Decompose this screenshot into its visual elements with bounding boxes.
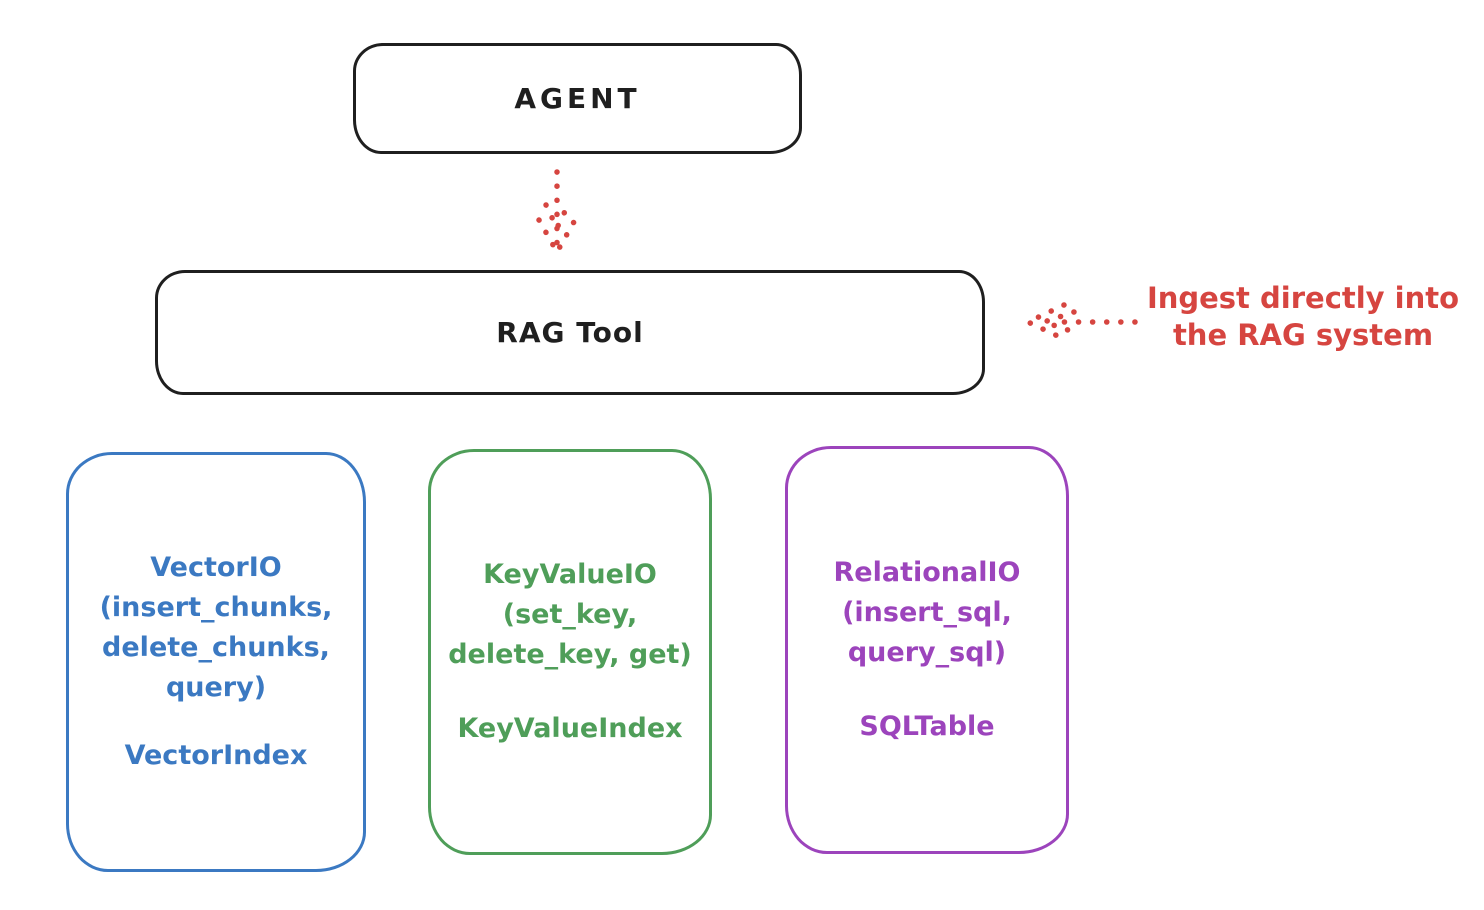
vector-io-lines: VectorIO (insert_chunks, delete_chunks, … (99, 552, 333, 703)
rag-tool-box-label: RAG Tool (496, 316, 644, 349)
relational-io-lines: RelationalIO (insert_sql, query_sql) (833, 557, 1021, 668)
vector-io-box: VectorIO (insert_chunks, delete_chunks, … (66, 452, 366, 872)
agent-box-label: AGENT (514, 82, 641, 115)
agent-box: AGENT (353, 43, 802, 154)
arrow-agent-to-rag-icon (536, 169, 578, 255)
ingest-annotation: Ingest directly into the RAG system (1146, 281, 1460, 352)
rag-tool-box: RAG Tool (155, 270, 985, 395)
relational-io-box: RelationalIO (insert_sql, query_sql) SQL… (785, 446, 1069, 854)
key-value-io-lines: KeyValueIO (set_key, delete_key, get) (448, 559, 692, 670)
sql-table-label: SQLTable (859, 711, 995, 742)
key-value-index-label: KeyValueIndex (457, 713, 683, 744)
arrow-annotation-to-rag-icon (1025, 302, 1138, 342)
vector-index-label: VectorIndex (124, 740, 308, 771)
key-value-io-box: KeyValueIO (set_key, delete_key, get) Ke… (428, 449, 712, 855)
